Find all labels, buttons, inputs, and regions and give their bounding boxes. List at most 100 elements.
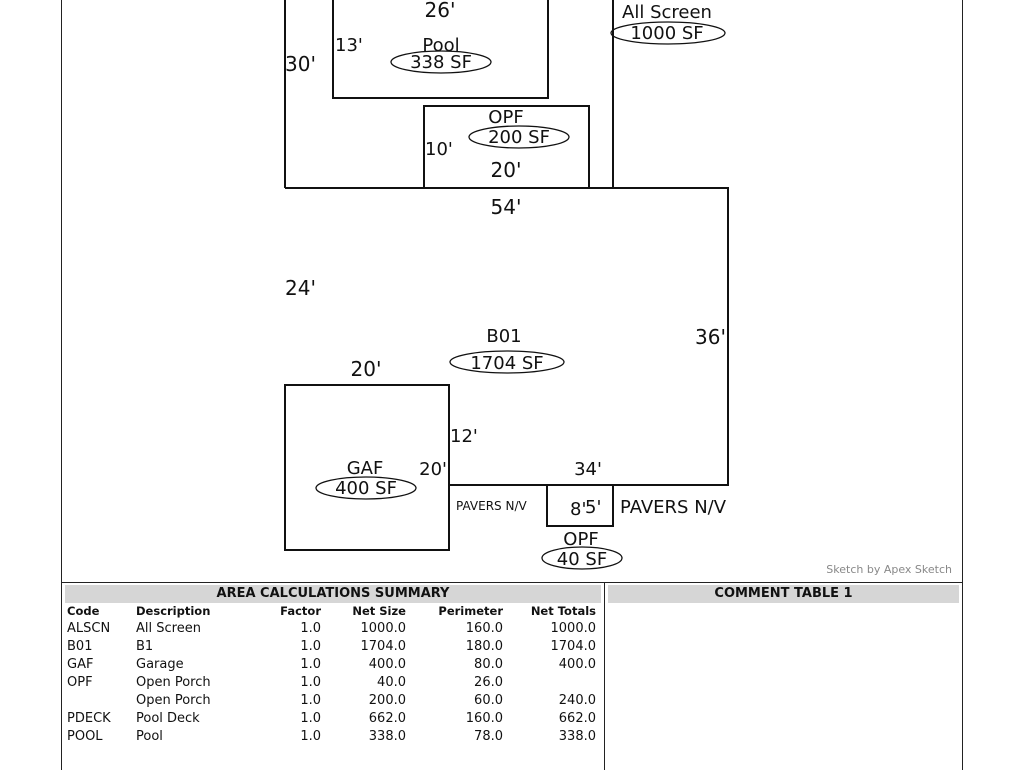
description-cell: Pool bbox=[136, 728, 163, 744]
code-cell: PDECK bbox=[67, 710, 111, 726]
comment-table: COMMENT TABLE 1 bbox=[605, 583, 962, 770]
factor-cell: 1.0 bbox=[300, 620, 321, 636]
pavers-note-right: PAVERS N/V bbox=[620, 497, 727, 518]
col-description: Description bbox=[136, 604, 211, 618]
col-factor: Factor bbox=[280, 604, 321, 618]
net-size-cell: 200.0 bbox=[368, 692, 406, 708]
description-cell: Open Porch bbox=[136, 674, 211, 690]
table-row: ALSCN All Screen 1.0 1000.0 160.0 1000.0 bbox=[67, 619, 596, 637]
net-totals-cell: 1704.0 bbox=[550, 638, 597, 654]
opf-top-area: 200 SF bbox=[488, 127, 550, 148]
dim-garage-right-upper: 12' bbox=[450, 426, 478, 447]
all-screen-area-oval bbox=[610, 21, 726, 45]
code-cell bbox=[67, 691, 136, 709]
comment-table-title: COMMENT TABLE 1 bbox=[608, 585, 959, 603]
net-totals-cell: 240.0 bbox=[558, 692, 596, 708]
dim-pool-depth: 13' bbox=[335, 35, 363, 56]
factor-cell: 1.0 bbox=[300, 656, 321, 672]
pool-area-oval bbox=[390, 50, 492, 74]
dim-b01-bottom: 34' bbox=[574, 459, 602, 480]
table-row: PDECK Pool Deck 1.0 662.0 160.0 662.0 bbox=[67, 709, 596, 727]
factor-cell: 1.0 bbox=[300, 674, 321, 690]
code-cell: POOL bbox=[67, 728, 103, 744]
factor-cell: 1.0 bbox=[300, 692, 321, 708]
gaf-area: 400 SF bbox=[335, 478, 397, 499]
opf-top-label: OPF bbox=[488, 107, 523, 128]
net-size-cell: 1704.0 bbox=[360, 638, 407, 654]
b01-area-oval bbox=[449, 350, 565, 374]
opf-bottom-area: 40 SF bbox=[557, 549, 607, 570]
dim-screen-height: 30' bbox=[285, 52, 316, 76]
gaf-area-oval bbox=[315, 476, 417, 500]
dim-opf-top-width: 20' bbox=[491, 158, 522, 182]
net-totals-cell: 662.0 bbox=[558, 710, 596, 726]
col-code: Code bbox=[67, 604, 100, 618]
dim-b01-top: 54' bbox=[491, 195, 522, 219]
description-cell: All Screen bbox=[136, 620, 201, 636]
description-cell: Pool Deck bbox=[136, 710, 200, 726]
net-size-cell: 338.0 bbox=[368, 728, 406, 744]
opf-bottom-outline bbox=[546, 484, 614, 527]
perimeter-cell: 180.0 bbox=[465, 638, 503, 654]
factor-cell: 1.0 bbox=[300, 728, 321, 744]
col-net-totals: Net Totals bbox=[530, 604, 596, 618]
table-row: GAF Garage 1.0 400.0 80.0 400.0 bbox=[67, 655, 596, 673]
perimeter-cell: 160.0 bbox=[465, 710, 503, 726]
appraisal-sketch-page: All Screen 1000 SF Pool 338 SF OPF 200 S… bbox=[61, 0, 963, 770]
perimeter-cell: 80.0 bbox=[474, 656, 503, 672]
all-screen-label: All Screen bbox=[622, 2, 712, 23]
net-size-cell: 40.0 bbox=[377, 674, 406, 690]
pool-outline bbox=[332, 0, 549, 99]
perimeter-cell: 26.0 bbox=[474, 674, 503, 690]
table-row: B01 B1 1.0 1704.0 180.0 1704.0 bbox=[67, 637, 596, 655]
dim-opf-bottom-width: 8' bbox=[570, 499, 586, 520]
sketch-credit: Sketch by Apex Sketch bbox=[826, 563, 952, 576]
dim-b01-right: 36' bbox=[695, 325, 726, 349]
b01-area: 1704 SF bbox=[470, 353, 543, 374]
area-summary-title: AREA CALCULATIONS SUMMARY bbox=[65, 585, 601, 603]
all-screen-area: 1000 SF bbox=[630, 23, 703, 44]
opf-bottom-area-oval bbox=[541, 546, 623, 570]
floor-plan-sketch: All Screen 1000 SF Pool 338 SF OPF 200 S… bbox=[284, 0, 729, 570]
pool-area: 338 SF bbox=[410, 52, 472, 73]
table-row: OPF Open Porch 1.0 40.0 26.0 bbox=[67, 673, 596, 691]
net-size-cell: 1000.0 bbox=[360, 620, 407, 636]
dim-garage-top: 20' bbox=[351, 357, 382, 381]
section-divider bbox=[62, 582, 962, 583]
code-cell: B01 bbox=[67, 638, 93, 654]
garage-outline bbox=[284, 384, 450, 551]
code-cell: ALSCN bbox=[67, 620, 111, 636]
dim-b01-left: 24' bbox=[285, 276, 316, 300]
net-totals-cell: 1000.0 bbox=[550, 620, 597, 636]
code-cell: GAF bbox=[67, 656, 94, 672]
net-size-cell: 662.0 bbox=[368, 710, 406, 726]
opf-top-area-oval bbox=[468, 125, 570, 149]
pavers-note-left: PAVERS N/V bbox=[456, 499, 527, 513]
col-net-size: Net Size bbox=[352, 604, 406, 618]
factor-cell: 1.0 bbox=[300, 638, 321, 654]
net-size-cell: 400.0 bbox=[368, 656, 406, 672]
perimeter-cell: 78.0 bbox=[474, 728, 503, 744]
net-totals-cell bbox=[503, 673, 596, 691]
net-totals-cell: 400.0 bbox=[558, 656, 596, 672]
factor-cell: 1.0 bbox=[300, 710, 321, 726]
area-summary-table: Code Description Factor Net Size Perimet… bbox=[67, 603, 596, 745]
col-perimeter: Perimeter bbox=[438, 604, 503, 618]
net-totals-cell: 338.0 bbox=[558, 728, 596, 744]
dim-opf-top-depth: 10' bbox=[425, 139, 453, 160]
description-cell: Garage bbox=[136, 656, 184, 672]
gaf-label: GAF bbox=[347, 458, 384, 479]
dim-garage-right-lower: 20' bbox=[419, 459, 447, 480]
code-cell: OPF bbox=[67, 674, 93, 690]
description-cell: B1 bbox=[136, 638, 154, 654]
perimeter-cell: 60.0 bbox=[474, 692, 503, 708]
area-summary-header-row: Code Description Factor Net Size Perimet… bbox=[67, 603, 596, 619]
b01-label: B01 bbox=[486, 326, 521, 347]
table-row: POOL Pool 1.0 338.0 78.0 338.0 bbox=[67, 727, 596, 745]
dim-pool-width: 26' bbox=[425, 0, 456, 22]
opf-bottom-label: OPF bbox=[563, 529, 598, 550]
dim-opf-bottom-depth: 5' bbox=[585, 497, 601, 518]
perimeter-cell: 160.0 bbox=[465, 620, 503, 636]
